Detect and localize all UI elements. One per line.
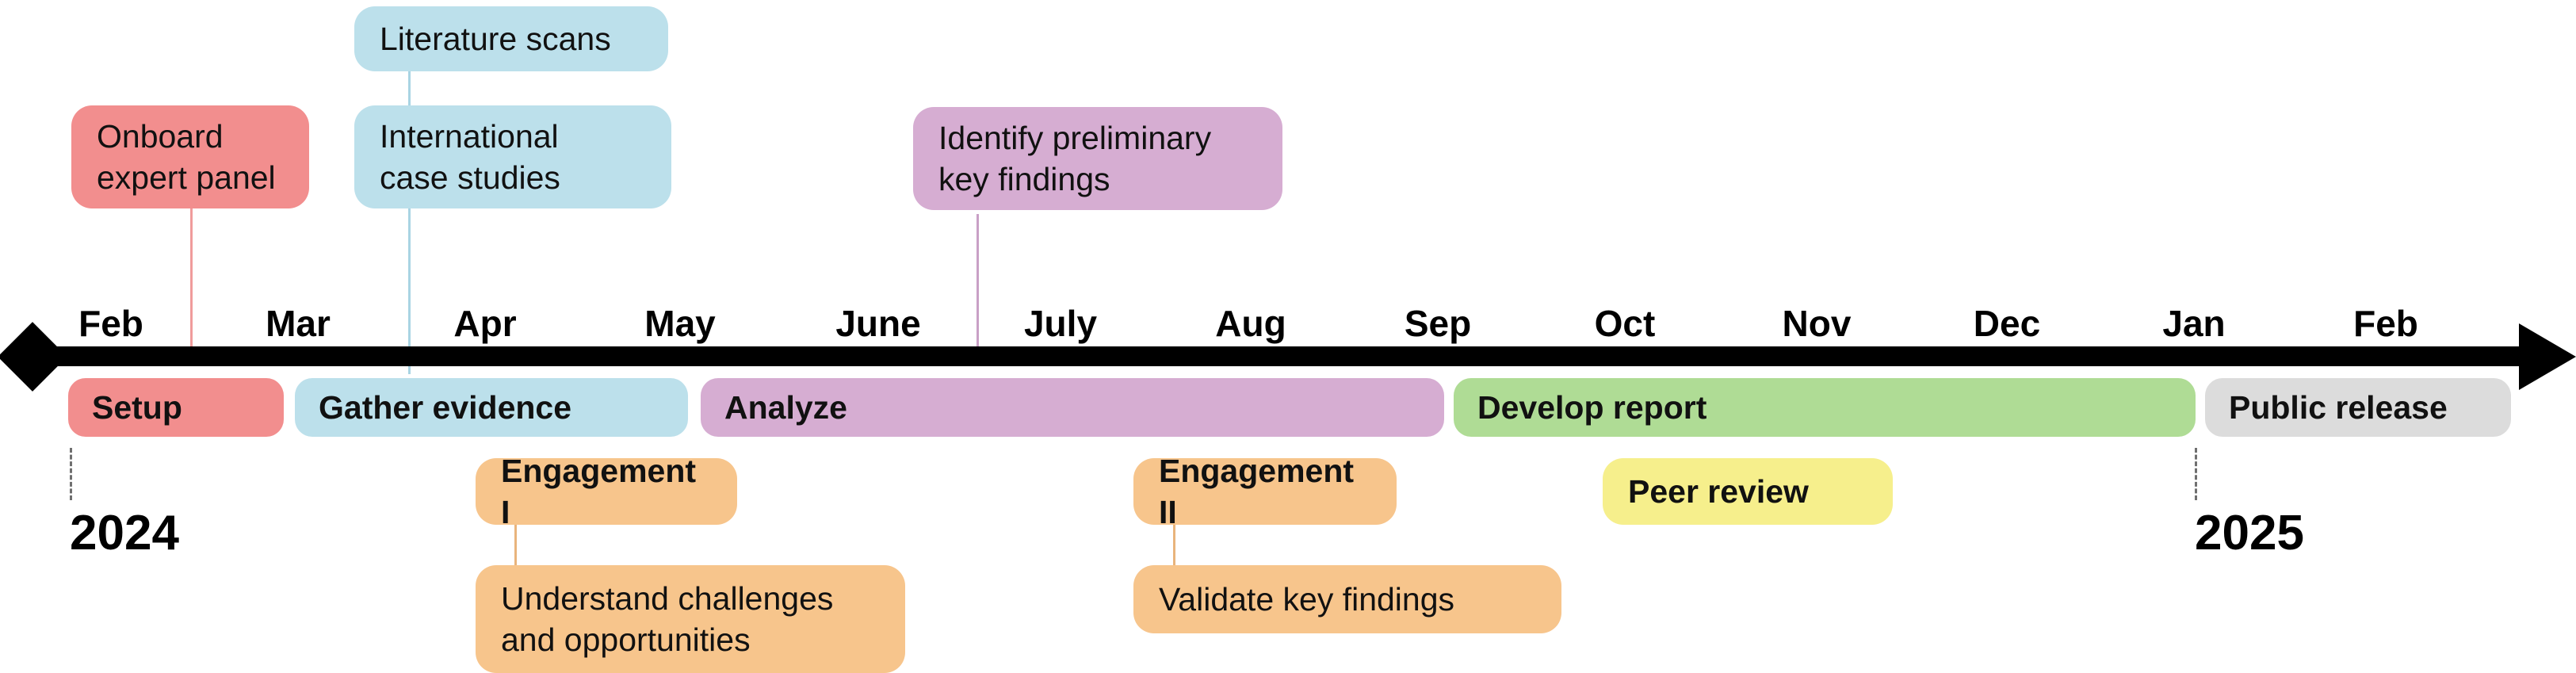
year-tick-2024 <box>70 448 72 500</box>
month-label-may: May <box>644 303 716 344</box>
callout-engagement-2[interactable]: Engagement II <box>1133 453 1397 530</box>
month-label-jan: Jan <box>2162 303 2226 344</box>
phase-bar-gather-evidence[interactable]: Gather evidence <box>295 378 688 437</box>
year-label-2025: 2025 <box>2195 506 2304 560</box>
month-label-mar: Mar <box>266 303 331 344</box>
callout-literature-scans[interactable]: Literature scans <box>354 6 668 71</box>
callout-peer-review[interactable]: Peer review <box>1603 458 1893 525</box>
connector-literature-and-case-studies <box>408 71 411 374</box>
month-label-dec: Dec <box>1973 303 2041 344</box>
phase-bar-setup[interactable]: Setup <box>68 378 284 437</box>
axis-line <box>33 346 2522 366</box>
callout-validate-key-findings[interactable]: Validate key findings <box>1133 565 1561 633</box>
callout-understand-challenges[interactable]: Understand challenges and opportunities <box>476 565 905 673</box>
callout-peer-review-label: Peer review <box>1628 472 1809 510</box>
callout-onboard-expert-panel-label: Onboard expert panel <box>97 117 276 196</box>
year-label-2024: 2024 <box>70 506 179 560</box>
connector-identify-key-findings <box>977 214 979 366</box>
month-label-june: June <box>835 303 921 344</box>
phase-bar-analyze-label: Analyze <box>724 388 847 426</box>
month-label-oct: Oct <box>1594 303 1656 344</box>
callout-international-case-studies[interactable]: International case studies <box>354 105 671 208</box>
axis-end-arrow-icon <box>2519 323 2576 390</box>
callout-engagement-1[interactable]: Engagement I <box>476 453 737 530</box>
callout-understand-challenges-label: Understand challenges and opportunities <box>501 579 834 658</box>
callout-international-case-studies-label: International case studies <box>380 117 560 196</box>
connector-engagement-1 <box>514 491 517 571</box>
month-label-july: July <box>1023 303 1098 344</box>
month-label-aug: Aug <box>1215 303 1286 344</box>
phase-bar-gather-evidence-label: Gather evidence <box>319 388 572 426</box>
month-label-feb-2024: Feb <box>78 303 143 344</box>
phase-bar-develop-report-label: Develop report <box>1477 388 1707 426</box>
callout-validate-key-findings-label: Validate key findings <box>1159 580 1455 618</box>
month-label-feb-2025: Feb <box>2353 303 2418 344</box>
phase-bar-setup-label: Setup <box>92 388 182 426</box>
callout-identify-preliminary-key-findings-label: Identify preliminary key findings <box>938 119 1212 197</box>
phase-bar-public-release-label: Public release <box>2229 388 2448 426</box>
callout-onboard-expert-panel[interactable]: Onboard expert panel <box>71 105 309 208</box>
callout-identify-preliminary-key-findings[interactable]: Identify preliminary key findings <box>913 107 1282 210</box>
callout-engagement-2-label: Engagement II <box>1159 452 1355 530</box>
month-label-sep: Sep <box>1404 303 1472 344</box>
month-label-nov: Nov <box>1782 303 1852 344</box>
phase-bar-develop-report[interactable]: Develop report <box>1454 378 2196 437</box>
year-tick-2025 <box>2195 448 2197 500</box>
connector-onboard-expert-panel <box>190 208 193 366</box>
month-label-apr: Apr <box>453 303 517 344</box>
phase-bar-public-release[interactable]: Public release <box>2205 378 2511 437</box>
phase-bar-analyze[interactable]: Analyze <box>701 378 1444 437</box>
callout-engagement-1-label: Engagement I <box>501 452 697 530</box>
connector-engagement-2 <box>1173 491 1175 571</box>
callout-literature-scans-label: Literature scans <box>380 20 611 57</box>
